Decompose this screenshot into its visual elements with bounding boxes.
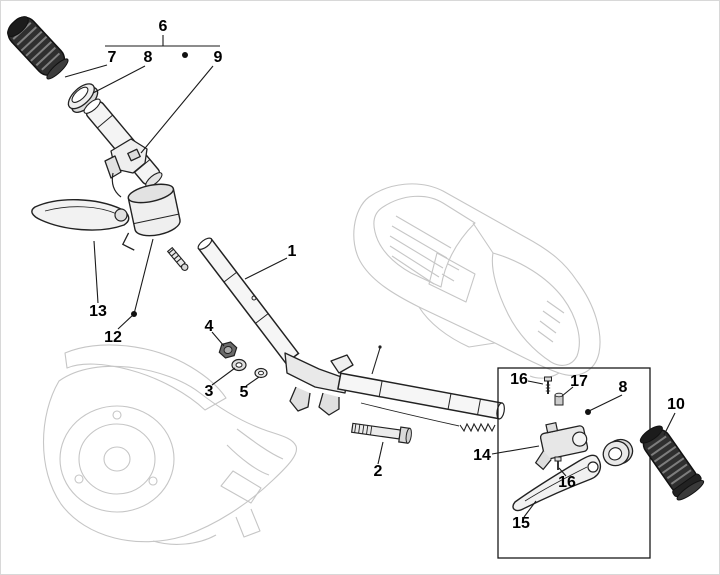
washer-large (231, 358, 247, 372)
leader-dots (131, 52, 591, 415)
spacer-sleeve (554, 392, 564, 406)
brake-lever-left (31, 199, 130, 231)
throttle-tube (83, 98, 163, 188)
master-cylinder (121, 183, 181, 251)
right-grip (639, 425, 705, 501)
bleed-screw (166, 246, 189, 271)
faded-transmission-cover (42, 344, 298, 545)
washer-small (254, 367, 268, 379)
clamp-bolt (350, 422, 412, 444)
handlebar-center-bracket (284, 352, 354, 416)
switch-assembly (104, 138, 148, 198)
pivot-screw (554, 456, 562, 470)
lever-bracket (534, 421, 589, 471)
screw-top (544, 376, 552, 394)
detail-inset-box (497, 367, 651, 559)
cable-spring (360, 402, 496, 433)
grip-collar-ring-right (602, 438, 634, 467)
faded-rear-body-panel (353, 183, 601, 379)
left-grip (7, 16, 69, 80)
brake-lever-right (512, 454, 602, 512)
hex-nut (218, 341, 238, 359)
handlebar-tube (197, 237, 505, 420)
